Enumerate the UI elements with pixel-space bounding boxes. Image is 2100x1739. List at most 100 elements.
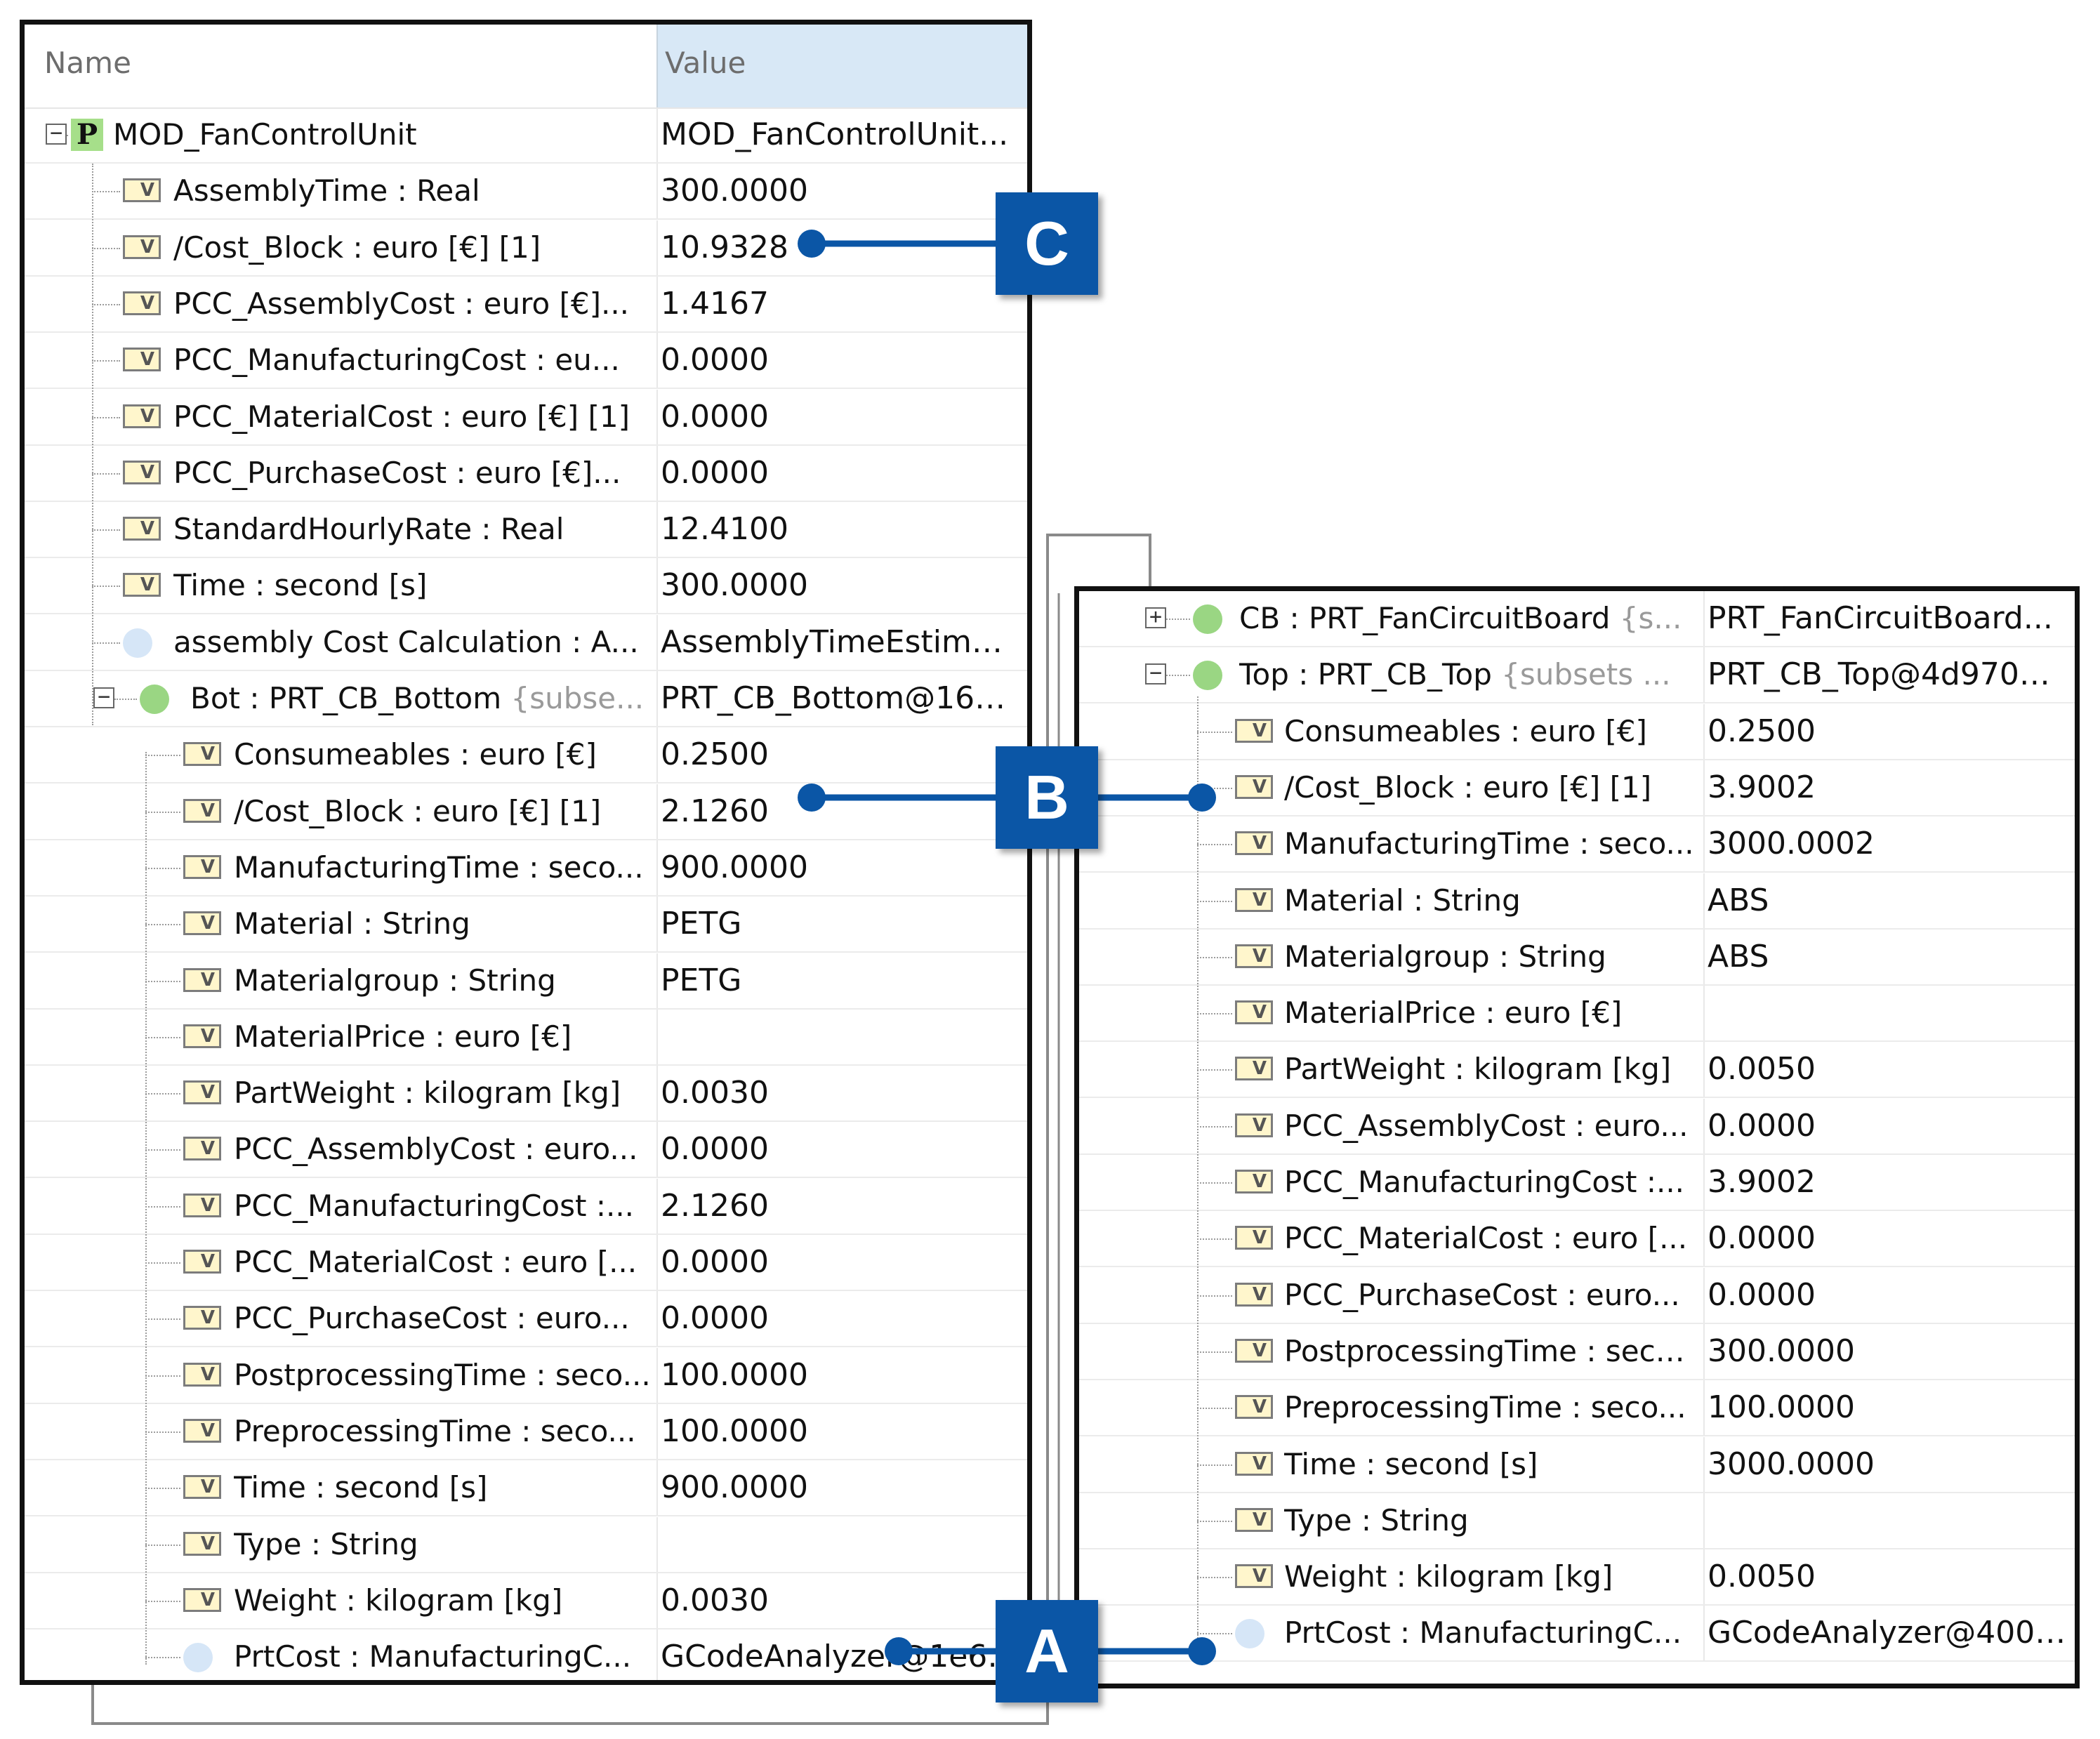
column-separator	[1703, 591, 1705, 646]
column-separator	[656, 953, 658, 1008]
v-icon-glyph: V	[200, 1194, 215, 1216]
tree-connector	[145, 867, 180, 869]
v-icon-glyph: V	[1252, 1058, 1267, 1080]
v-icon-glyph: V	[1252, 1227, 1267, 1249]
tree-row[interactable]: V/Cost_Block : euro [€] [1]3.9002	[1079, 760, 2075, 816]
v-icon: V	[1235, 944, 1273, 968]
v-icon: V	[123, 517, 161, 541]
v-icon: V	[1235, 887, 1273, 912]
tree-connector	[92, 642, 120, 644]
v-icon-glyph: V	[140, 180, 154, 201]
v-icon: V	[183, 1531, 221, 1556]
v-icon-glyph: V	[200, 913, 215, 934]
v-icon: V	[1235, 1000, 1273, 1025]
column-separator	[656, 1629, 658, 1680]
v-icon-glyph: V	[1252, 1283, 1267, 1305]
tree-connector	[92, 191, 120, 193]
tree-row[interactable]: assembly Cost Calculation : A...Assembly…	[25, 614, 1027, 671]
tree-connector	[145, 1488, 180, 1490]
v-icon: V	[183, 1080, 221, 1105]
value-column-header: Value	[665, 46, 746, 80]
collapse-icon[interactable]: −	[93, 687, 114, 708]
column-separator	[656, 445, 658, 501]
tree-row[interactable]: V/Cost_Block : euro [€] [1]10.9328	[25, 220, 1027, 277]
tree-connector	[1197, 1013, 1232, 1015]
column-separator	[656, 783, 658, 839]
tree-row-part[interactable]: −Top : PRT_CB_Top {subsets ...PRT_CB_Top…	[1079, 647, 2075, 704]
column-separator	[1703, 929, 1705, 984]
tree-connector	[114, 699, 137, 700]
tree-connector	[145, 1262, 180, 1264]
column-separator	[656, 897, 658, 952]
tree-connector	[92, 247, 120, 249]
column-separator	[656, 1235, 658, 1290]
expand-icon[interactable]: +	[1145, 607, 1166, 628]
v-icon-glyph: V	[1252, 1340, 1267, 1361]
tree-connector	[1197, 787, 1232, 789]
tree-connector	[145, 1431, 180, 1433]
v-icon: V	[183, 1475, 221, 1500]
callout-c-dot	[798, 230, 826, 258]
tree-row[interactable]: PrtCost : ManufacturingC...GCodeAnalyzer…	[1079, 1606, 2075, 1662]
tree-row[interactable]: V/Cost_Block : euro [€] [1]2.1260	[25, 783, 1027, 840]
collapse-icon[interactable]: −	[46, 123, 67, 145]
tree-row-part[interactable]: −Bot : PRT_CB_Bottom {subse...PRT_CB_Bot…	[25, 671, 1027, 727]
column-separator	[1703, 1155, 1705, 1210]
callout-a-badge: A	[996, 1600, 1098, 1702]
v-icon-glyph: V	[200, 1025, 215, 1047]
v-icon: V	[183, 911, 221, 936]
column-separator	[1703, 1323, 1705, 1379]
tree-connector	[1197, 1633, 1232, 1635]
tree-row[interactable]: PrtCost : ManufacturingC...GCodeAnalyzer…	[25, 1629, 1027, 1680]
tree-row-part[interactable]: +CB : PRT_FanCircuitBoard {s...PRT_FanCi…	[1079, 591, 2075, 647]
calc-icon	[183, 1643, 213, 1673]
v-icon-glyph: V	[140, 236, 154, 258]
value-column-header-bg[interactable]: Value	[656, 25, 1027, 107]
collapse-icon[interactable]: −	[1145, 663, 1166, 685]
v-icon: V	[183, 1418, 221, 1443]
tree-connector	[92, 472, 120, 475]
name-column-header[interactable]: Name	[44, 46, 131, 80]
column-separator	[656, 614, 658, 670]
tree-connector	[1197, 844, 1232, 846]
part-icon	[1193, 661, 1222, 691]
